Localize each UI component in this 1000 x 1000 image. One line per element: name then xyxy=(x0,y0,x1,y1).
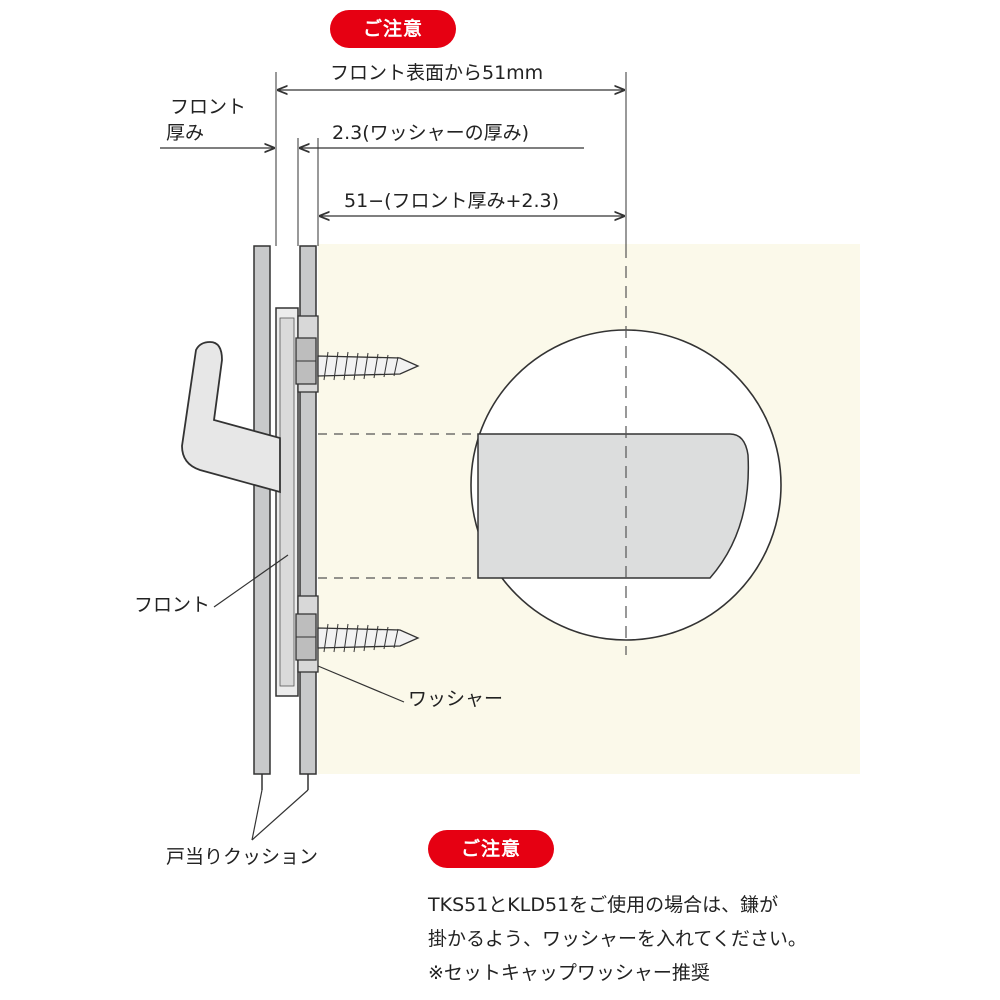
front-label: フロント xyxy=(134,594,211,616)
leader-washer xyxy=(317,665,405,703)
dim-total-label: フロント表面から51mm xyxy=(330,62,544,84)
front-thickness-label-1: フロント xyxy=(170,96,247,118)
leader-cushion-a xyxy=(251,789,263,841)
note-line-3: ※セットキャップワッシャー推奨 xyxy=(428,962,710,984)
leader-front xyxy=(213,554,289,608)
latch-bolt xyxy=(477,433,750,579)
note-line-1: TKS51とKLD51をご使用の場合は、鎌が xyxy=(428,894,779,916)
caution-badge-bottom: ご注意 xyxy=(428,830,554,868)
note-line-2: 掛かるよう、ワッシャーを入れてください。 xyxy=(428,928,807,950)
leader-cushion-b xyxy=(251,789,309,841)
screw-upper xyxy=(317,355,420,377)
cushion-left xyxy=(253,245,271,775)
front-thickness-label-2: 厚み xyxy=(166,122,205,144)
handle-lever xyxy=(181,341,281,494)
dim-remaining-label: 51−(フロント厚み+2.3) xyxy=(344,190,560,212)
screw-lower xyxy=(317,627,420,649)
cushion-label: 戸当りクッション xyxy=(166,846,319,868)
washer-label: ワッシャー xyxy=(408,688,504,710)
dim-washer-label: 2.3(ワッシャーの厚み) xyxy=(332,122,530,144)
caution-badge-top: ご注意 xyxy=(330,10,456,48)
